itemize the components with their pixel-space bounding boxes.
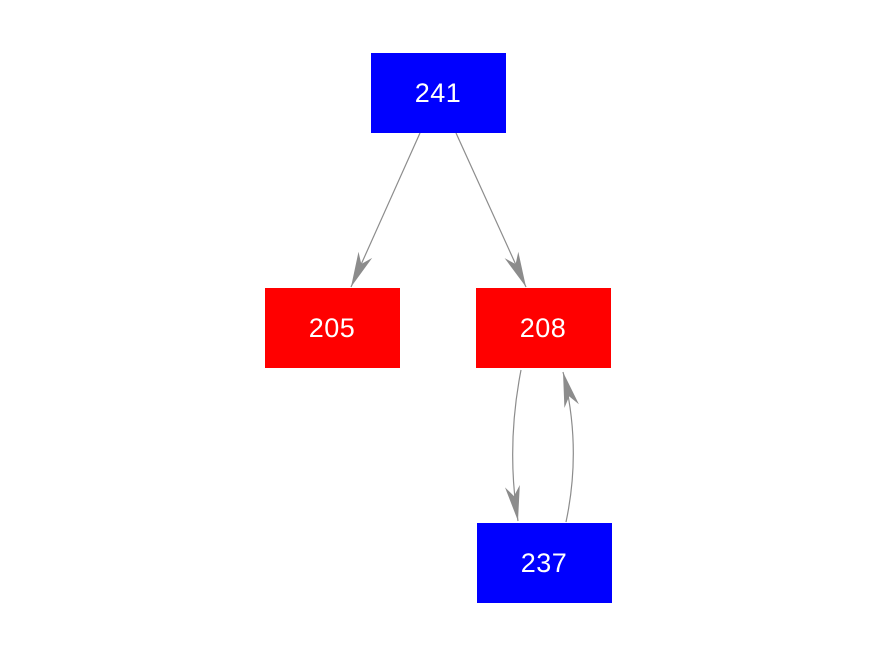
- node-label: 241: [414, 77, 462, 108]
- arrowhead-208-237: [505, 485, 520, 521]
- node-label: 237: [520, 547, 568, 578]
- node-label: 208: [519, 312, 567, 343]
- node-237[interactable]: 237: [476, 523, 612, 603]
- node-208[interactable]: 208: [475, 288, 611, 368]
- edge-241-205: [350, 132, 421, 288]
- node-241[interactable]: 241: [370, 53, 506, 133]
- edge-241-208: [455, 132, 527, 288]
- arrowhead-241-208: [504, 251, 526, 287]
- node-label: 205: [308, 312, 356, 343]
- arrowhead-237-208: [563, 372, 579, 408]
- node-205[interactable]: 205: [264, 288, 400, 368]
- arrowhead-241-205: [351, 251, 373, 287]
